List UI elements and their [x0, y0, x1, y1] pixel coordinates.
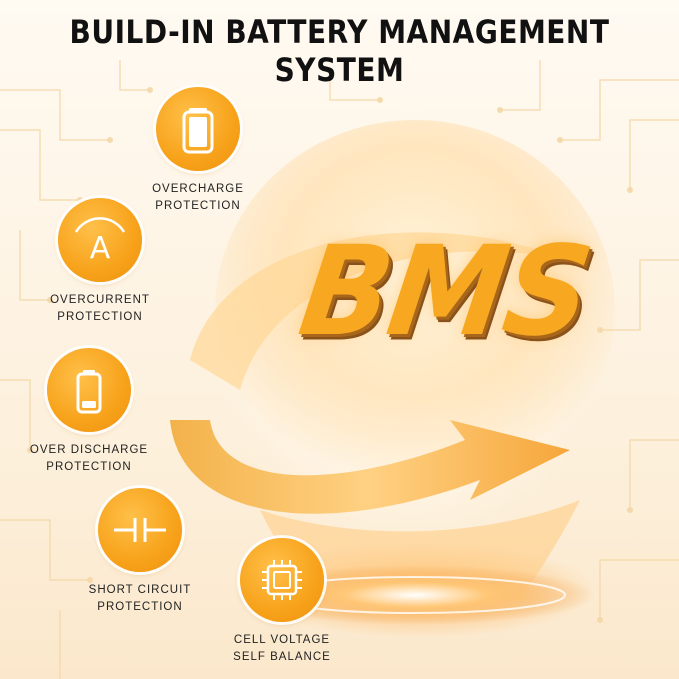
page-title: BUILD-IN BATTERY MANAGEMENT SYSTEM: [69, 13, 610, 89]
feature-overcurrent: A OVERCURRENT PROTECTION: [40, 198, 160, 326]
battery-full-icon: [182, 108, 214, 154]
feature-label: OVERCURRENT PROTECTION: [50, 294, 150, 323]
chip-icon: [262, 560, 302, 600]
feature-short-circuit: SHORT CIRCUIT PROTECTION: [80, 488, 200, 616]
feature-label: OVERCHARGE PROTECTION: [152, 183, 244, 212]
feature-label: CELL VOLTAGE SELF BALANCE: [233, 634, 331, 663]
feature-overcharge: OVERCHARGE PROTECTION: [138, 87, 258, 215]
feature-label: SHORT CIRCUIT PROTECTION: [88, 584, 192, 613]
feature-badge: [98, 488, 182, 572]
swoosh-arrow: [170, 120, 615, 625]
feature-badge: A: [58, 198, 142, 282]
battery-low-icon: [76, 370, 102, 414]
feature-over-discharge: OVER DISCHARGE PROTECTION: [20, 348, 158, 476]
bms-logo-text: BMS: [291, 218, 599, 364]
capacitor-icon: [114, 518, 166, 542]
ammeter-icon: A: [74, 217, 126, 266]
feature-badge: [47, 348, 131, 432]
feature-badge: [156, 87, 240, 171]
svg-text:A: A: [90, 231, 111, 266]
feature-badge: [240, 538, 324, 622]
bms-graphic: [150, 120, 670, 660]
feature-label: OVER DISCHARGE PROTECTION: [29, 444, 149, 473]
feature-cell-voltage: CELL VOLTAGE SELF BALANCE: [222, 538, 342, 666]
